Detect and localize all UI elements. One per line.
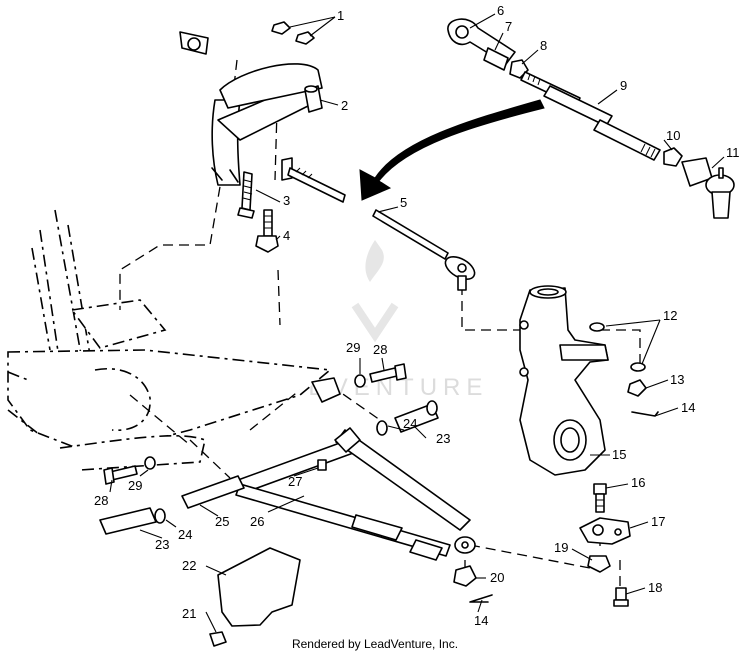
pivot-pins [99,400,439,535]
direction-arrow [359,99,545,201]
callout-17: 17 [651,514,665,529]
part-3-bolt [237,171,255,219]
callout-27: 27 [288,474,302,489]
callout-15: 15 [612,447,626,462]
callout-21: 21 [182,606,196,621]
callout-numbers: 1 2 3 4 5 6 7 8 9 10 11 12 13 14 15 16 1… [94,3,740,628]
callout-10: 10 [666,128,680,143]
callout-13: 13 [670,372,684,387]
callout-7: 7 [505,19,512,34]
steering-arm-hardware [579,483,631,607]
callout-23-left: 23 [155,537,169,552]
bracket-hardware [103,363,407,485]
callout-19: 19 [554,540,568,555]
callout-24-left: 24 [178,527,192,542]
part-2-sleeve [304,85,323,113]
callout-4: 4 [283,228,290,243]
frame-outline [7,209,332,471]
callout-23-right: 23 [436,431,450,446]
callout-20: 20 [490,570,504,585]
callout-28-left: 28 [94,493,108,508]
callout-8: 8 [540,38,547,53]
callout-14-bottom: 14 [474,613,488,628]
callout-12: 12 [663,308,677,323]
callout-16: 16 [631,475,645,490]
callout-5: 5 [400,195,407,210]
steering-post [179,31,323,186]
callout-1: 1 [337,8,344,23]
callout-28-right: 28 [373,342,387,357]
callout-3: 3 [283,193,290,208]
callout-11: 11 [726,145,740,160]
small-hardware-right [469,322,659,603]
part-4-bolt [255,209,279,253]
callout-25: 25 [215,514,229,529]
credit-text: Rendered by LeadVenture, Inc. [291,637,459,651]
callout-29-right: 29 [346,340,360,355]
callout-9: 9 [620,78,627,93]
callout-29-left: 29 [128,478,142,493]
part-1-nuts [271,21,315,45]
callout-14-right: 14 [681,400,695,415]
part-5-tie-rod [281,157,476,291]
callout-24-right: 24 [403,416,417,431]
callout-22: 22 [182,558,196,573]
callout-6: 6 [497,3,504,18]
skid-plate [209,547,477,647]
callout-26: 26 [250,514,264,529]
part-15-spindle [519,285,609,476]
leader-lines [109,13,725,633]
callout-18: 18 [648,580,662,595]
callout-2: 2 [341,98,348,113]
upper-tie-rod-assembly [447,18,735,219]
a-arm-assembly [181,427,476,561]
